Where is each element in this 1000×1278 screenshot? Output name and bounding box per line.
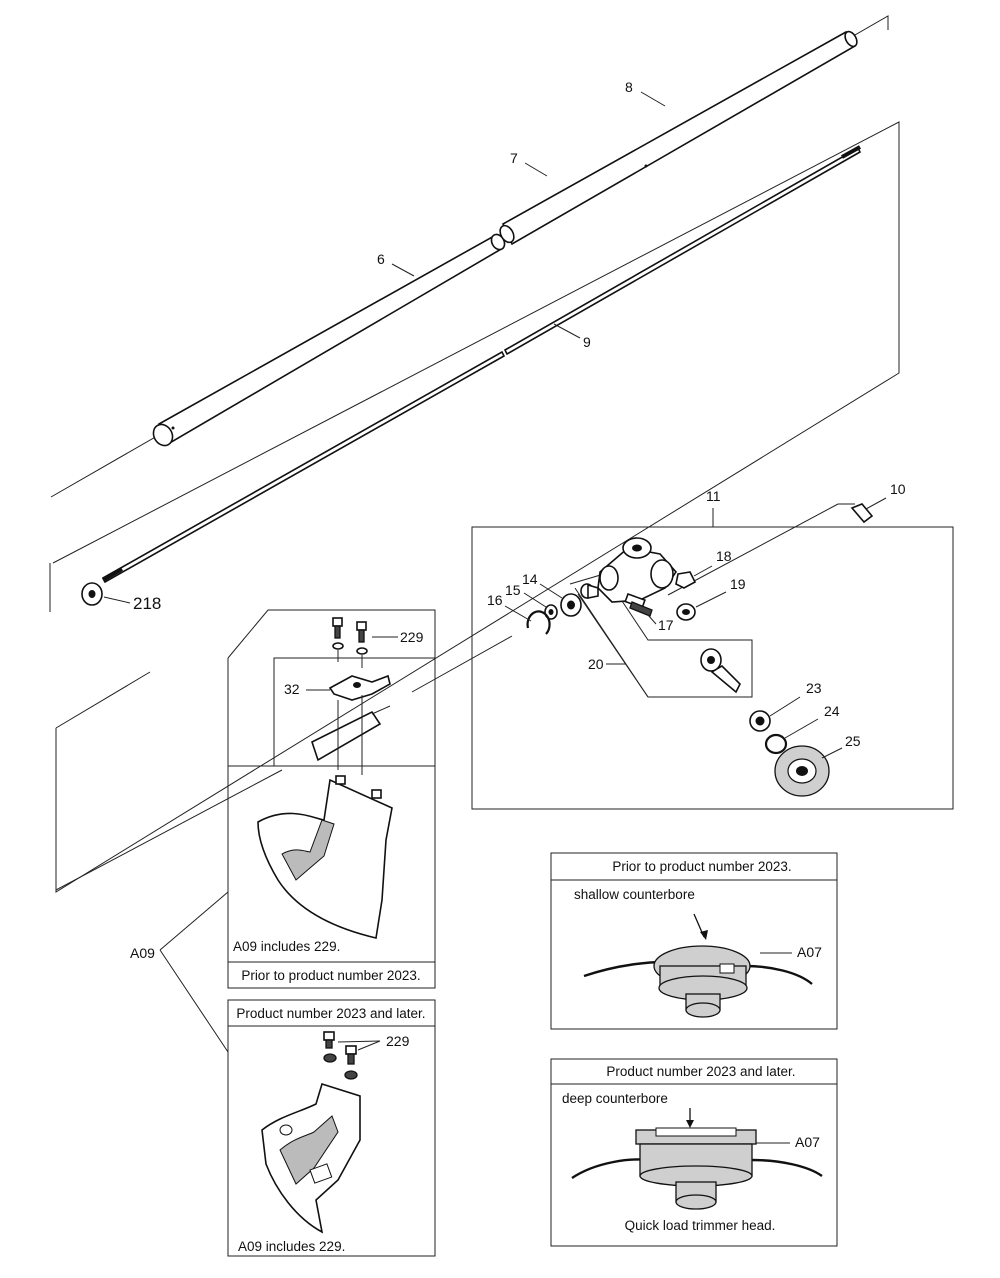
callout-229-new: 229 xyxy=(386,1033,410,1049)
bushing-218 xyxy=(81,582,131,606)
guard-old-frame xyxy=(55,609,513,989)
callout-15: 15 xyxy=(505,582,521,598)
callout-229-old: 229 xyxy=(400,629,424,645)
callout-8: 8 xyxy=(625,79,633,95)
clamp-32 xyxy=(306,674,391,775)
box-captions: A09 includes 229. Prior to product numbe… xyxy=(233,859,796,1254)
head-new-frame xyxy=(550,1058,838,1247)
head-old-label: shallow counterbore xyxy=(574,887,695,902)
trimmer-head-new xyxy=(571,1127,823,1210)
gear-head xyxy=(597,537,678,609)
head-new-header: Product number 2023 and later. xyxy=(606,1064,795,1079)
callout-18: 18 xyxy=(716,548,732,564)
callout-23: 23 xyxy=(806,680,822,696)
callout-a07-new: A07 xyxy=(795,1134,820,1150)
callout-labels: 8 7 6 9 10 11 18 19 17 14 15 16 20 23 24… xyxy=(130,79,906,1150)
callout-7: 7 xyxy=(510,150,518,166)
shaft-frame xyxy=(49,15,900,893)
callout-17: 17 xyxy=(658,617,674,633)
ring-24 xyxy=(764,718,819,755)
head-new-label: deep counterbore xyxy=(562,1091,668,1106)
screws-229-old xyxy=(332,617,398,668)
callout-6: 6 xyxy=(377,251,385,267)
callout-218: 218 xyxy=(133,594,161,613)
nut-18 xyxy=(675,565,713,589)
callout-16: 16 xyxy=(487,592,503,608)
bearing-23 xyxy=(749,696,801,732)
callout-a07-old: A07 xyxy=(797,944,822,960)
bearing-14 xyxy=(539,583,582,617)
guard-old xyxy=(257,775,393,939)
guard-old-note: A09 includes 229. xyxy=(233,939,340,954)
screws-229-new xyxy=(323,1031,381,1080)
callout-9: 9 xyxy=(583,334,591,350)
trimmer-head-old xyxy=(583,945,813,1018)
guard-new-header: Product number 2023 and later. xyxy=(236,1006,425,1021)
holder-25 xyxy=(774,745,843,797)
washer-19 xyxy=(676,591,727,621)
callout-32: 32 xyxy=(284,681,300,697)
drive-shaft xyxy=(101,145,862,584)
head-old-header: Prior to product number 2023. xyxy=(612,859,791,874)
callout-24: 24 xyxy=(824,703,840,719)
circlip-16 xyxy=(504,605,551,635)
callout-11: 11 xyxy=(706,488,721,504)
callout-19: 19 xyxy=(730,576,746,592)
bolt-20 xyxy=(700,648,741,694)
callout-25: 25 xyxy=(845,733,861,749)
screw-17 xyxy=(629,601,657,625)
callout-a09: A09 xyxy=(130,945,155,961)
outer-tube xyxy=(152,30,858,447)
bolt-10 xyxy=(850,497,887,524)
callout-14: 14 xyxy=(522,571,538,587)
guard-new xyxy=(261,1082,361,1234)
guard-old-caption: Prior to product number 2023. xyxy=(241,968,420,983)
head-new-caption: Quick load trimmer head. xyxy=(625,1218,776,1233)
callout-10: 10 xyxy=(890,481,906,497)
guard-new-frame xyxy=(159,891,436,1257)
spindle-piece xyxy=(580,583,599,599)
head-old-frame xyxy=(550,852,838,1030)
callout-20: 20 xyxy=(588,656,604,672)
guard-new-note: A09 includes 229. xyxy=(238,1239,345,1254)
washer-15 xyxy=(523,592,558,620)
